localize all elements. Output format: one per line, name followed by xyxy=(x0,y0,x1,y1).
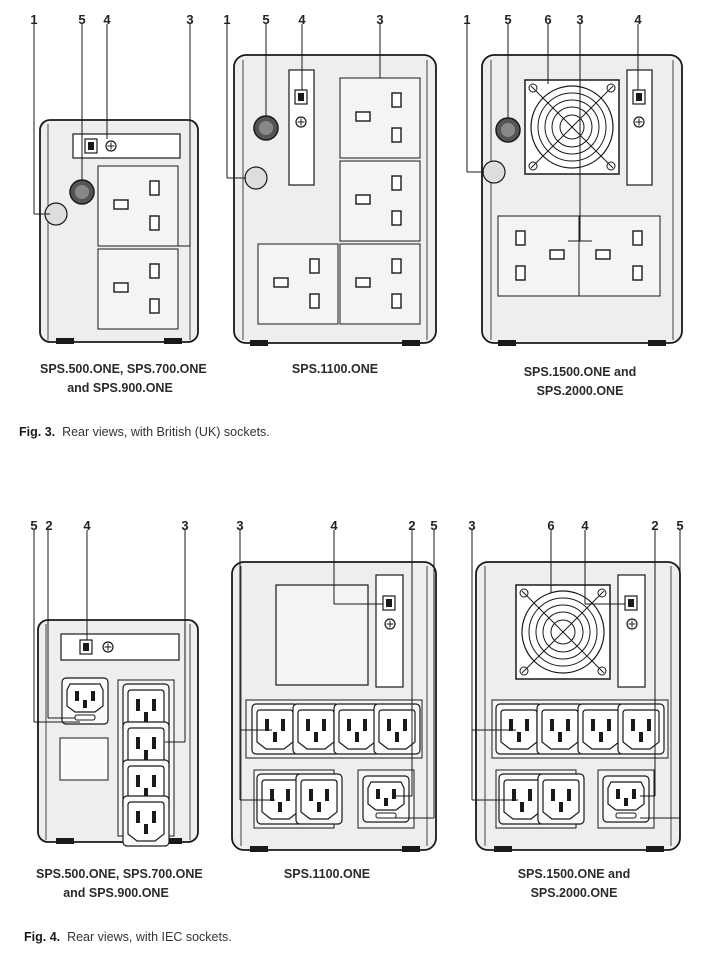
callout-5: 5 xyxy=(30,518,37,533)
iec-socket-icon xyxy=(251,703,299,755)
usb-icon xyxy=(632,89,646,105)
callout-1: 1 xyxy=(463,12,470,27)
fan-grille-icon xyxy=(515,584,611,680)
ground-screw-icon xyxy=(633,116,645,128)
iec-inlet-icon xyxy=(362,775,410,823)
fig4-unit-mid xyxy=(231,530,437,852)
callout-4: 4 xyxy=(103,12,111,27)
uk-socket-icon xyxy=(339,77,421,159)
iec-socket-icon xyxy=(617,703,665,755)
fig3-unit-small xyxy=(33,24,199,344)
callout-3: 3 xyxy=(236,518,243,533)
fig4-unit-large xyxy=(471,530,681,852)
usb-icon xyxy=(294,89,308,105)
callout-3: 3 xyxy=(186,12,193,27)
figure-caption: Fig. 3. Rear views, with British (UK) so… xyxy=(19,425,270,439)
uk-socket-icon xyxy=(339,243,421,325)
ground-screw-icon xyxy=(105,140,117,152)
figure-caption: Fig. 4. Rear views, with IEC sockets. xyxy=(24,930,232,944)
callout-4: 4 xyxy=(634,12,642,27)
model-caption: SPS.500.ONE, SPS.700.ONE and SPS.900.ONE xyxy=(40,362,207,395)
callout-3: 3 xyxy=(181,518,188,533)
uk-socket-icon xyxy=(257,243,339,325)
callout-5: 5 xyxy=(78,12,85,27)
callout-5: 5 xyxy=(504,12,511,27)
ground-screw-icon xyxy=(384,618,396,630)
callout-6: 6 xyxy=(544,12,551,27)
callout-4: 4 xyxy=(581,518,589,533)
uk-socket-icon xyxy=(339,160,421,242)
usb-icon xyxy=(382,595,396,611)
callout-1: 1 xyxy=(30,12,37,27)
callout-3: 3 xyxy=(468,518,475,533)
ground-screw-icon xyxy=(102,641,114,653)
usb-icon xyxy=(84,138,98,154)
iec-inlet-icon xyxy=(61,677,109,725)
iec-socket-icon xyxy=(495,703,543,755)
iec-socket-icon xyxy=(373,703,421,755)
callout-4: 4 xyxy=(330,518,338,533)
callout-5: 5 xyxy=(676,518,683,533)
callout-6: 6 xyxy=(547,518,554,533)
model-caption: SPS.1500.ONE and SPS.2000.ONE xyxy=(517,867,631,900)
iec-socket-icon xyxy=(577,703,625,755)
callout-4: 4 xyxy=(83,518,91,533)
fig3-unit-large xyxy=(466,24,683,346)
callout-4: 4 xyxy=(298,12,306,27)
callout-3: 3 xyxy=(376,12,383,27)
ground-screw-icon xyxy=(295,116,307,128)
callout-5: 5 xyxy=(430,518,437,533)
uk-socket-icon xyxy=(97,248,179,330)
iec-socket-icon xyxy=(333,703,381,755)
uk-socket-icon xyxy=(97,165,179,247)
fig4-unit-small xyxy=(33,530,199,847)
callout-5: 5 xyxy=(262,12,269,27)
model-caption: SPS.1100.ONE xyxy=(283,867,371,881)
iec-inlet-icon xyxy=(602,775,650,823)
iec-socket-icon xyxy=(122,795,170,847)
fan-grille-icon xyxy=(524,79,620,175)
ground-screw-icon xyxy=(626,618,638,630)
callout-2: 2 xyxy=(408,518,415,533)
callout-2: 2 xyxy=(45,518,52,533)
callout-3: 3 xyxy=(576,12,583,27)
iec-socket-icon xyxy=(295,773,343,825)
callout-2: 2 xyxy=(651,518,658,533)
model-caption: SPS.500.ONE, SPS.700.ONE and SPS.900.ONE xyxy=(36,867,203,900)
model-caption: SPS.1500.ONE and SPS.2000.ONE xyxy=(523,365,637,398)
iec-socket-icon xyxy=(536,703,584,755)
model-caption: SPS.1100.ONE xyxy=(291,362,379,376)
usb-icon xyxy=(624,595,638,611)
callout-1: 1 xyxy=(223,12,230,27)
iec-socket-icon xyxy=(292,703,340,755)
iec-socket-icon xyxy=(537,773,585,825)
fig3-unit-mid xyxy=(226,24,437,346)
usb-icon xyxy=(79,639,93,655)
